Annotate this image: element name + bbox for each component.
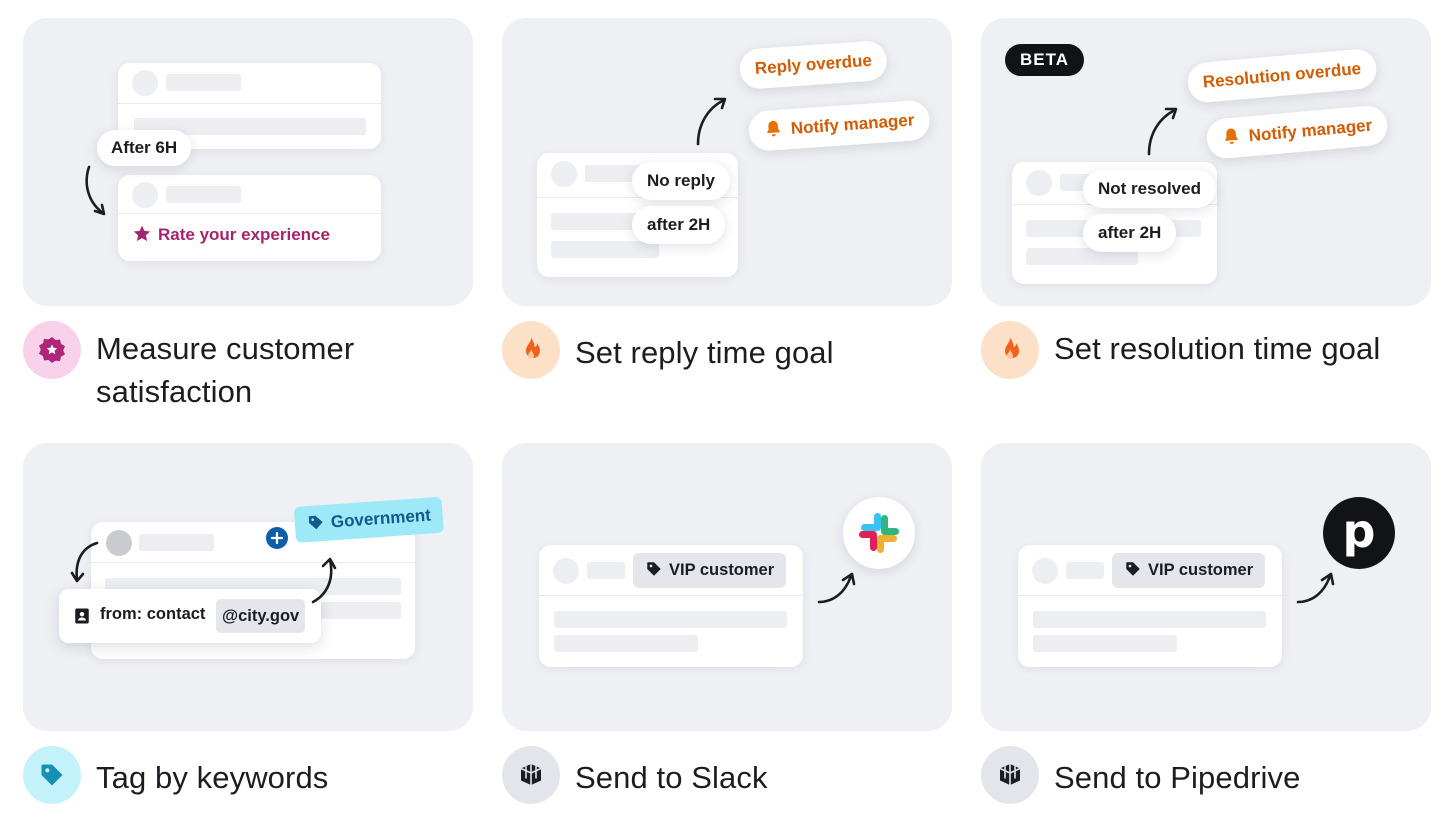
delay-pill: after 2H (1083, 214, 1177, 252)
illustration-tag-keywords: Government from: contact @city.gov (23, 443, 473, 731)
curved-arrow-icon (311, 557, 337, 604)
tag-icon (23, 746, 81, 804)
avatar (132, 70, 158, 96)
rule-value: @city.gov (216, 599, 306, 633)
bell-icon (1225, 128, 1238, 144)
card-title: Measure customer satisfaction (96, 331, 355, 409)
resolution-overdue-pill: Resolution overdue (1186, 47, 1378, 104)
fire-icon (502, 321, 560, 379)
beta-badge: BETA (1005, 44, 1085, 76)
vip-customer-tag: VIP customer (1112, 553, 1266, 588)
rate-experience-cta: Rate your experience (132, 225, 330, 245)
card-title: Set resolution time goal (1054, 331, 1381, 366)
notify-manager-pill: Notify manager (1205, 104, 1389, 160)
avatar (132, 182, 158, 208)
pipedrive-logo-icon: p (1323, 497, 1395, 569)
illustration-reply-time: No reply after 2H Reply overdue Notify m… (502, 18, 952, 306)
star-icon (133, 225, 151, 241)
star-badge-icon (23, 321, 81, 379)
tag-icon (1126, 562, 1140, 576)
curved-arrow-icon (817, 572, 856, 604)
tag-icon (308, 515, 323, 530)
tag-icon (647, 562, 661, 576)
slack-logo-icon (843, 497, 915, 569)
government-tag: Government (293, 496, 445, 543)
vip-customer-tag: VIP customer (633, 553, 787, 588)
illustration-resolution-time: BETA Not resolved after 2H Resolution ov… (981, 18, 1431, 306)
curved-arrow-icon (696, 97, 727, 146)
curved-arrow-icon (85, 165, 106, 216)
notify-manager-pill: Notify manager (747, 99, 931, 152)
cubes-icon (981, 746, 1039, 804)
delay-pill: after 2H (632, 206, 726, 244)
bell-icon (767, 120, 780, 137)
card-title: Tag by keywords (96, 760, 329, 795)
illustration-csat: Rate your experience After 6H (23, 18, 473, 306)
curved-arrow-icon (1147, 107, 1178, 156)
contact-icon (75, 608, 89, 624)
message-card: Rate your experience (118, 175, 381, 261)
illustration-pipedrive: VIP customer p (981, 443, 1431, 731)
cubes-icon (502, 746, 560, 804)
curved-arrow-icon (1296, 572, 1335, 604)
delay-pill: After 6H (97, 130, 192, 166)
reply-overdue-pill: Reply overdue (738, 39, 889, 90)
keyword-rule: from: contact @city.gov (59, 589, 321, 643)
condition-pill: Not resolved (1083, 170, 1216, 208)
fire-icon (981, 321, 1039, 379)
curved-arrow-icon (70, 541, 99, 583)
rule-label: from: contact (100, 605, 206, 623)
illustration-slack: VIP customer (502, 443, 952, 731)
add-icon (266, 527, 288, 549)
card-title: Set reply time goal (575, 335, 834, 370)
card-title: Send to Pipedrive (1054, 760, 1301, 795)
card-title: Send to Slack (575, 760, 768, 795)
condition-pill: No reply (632, 162, 731, 200)
